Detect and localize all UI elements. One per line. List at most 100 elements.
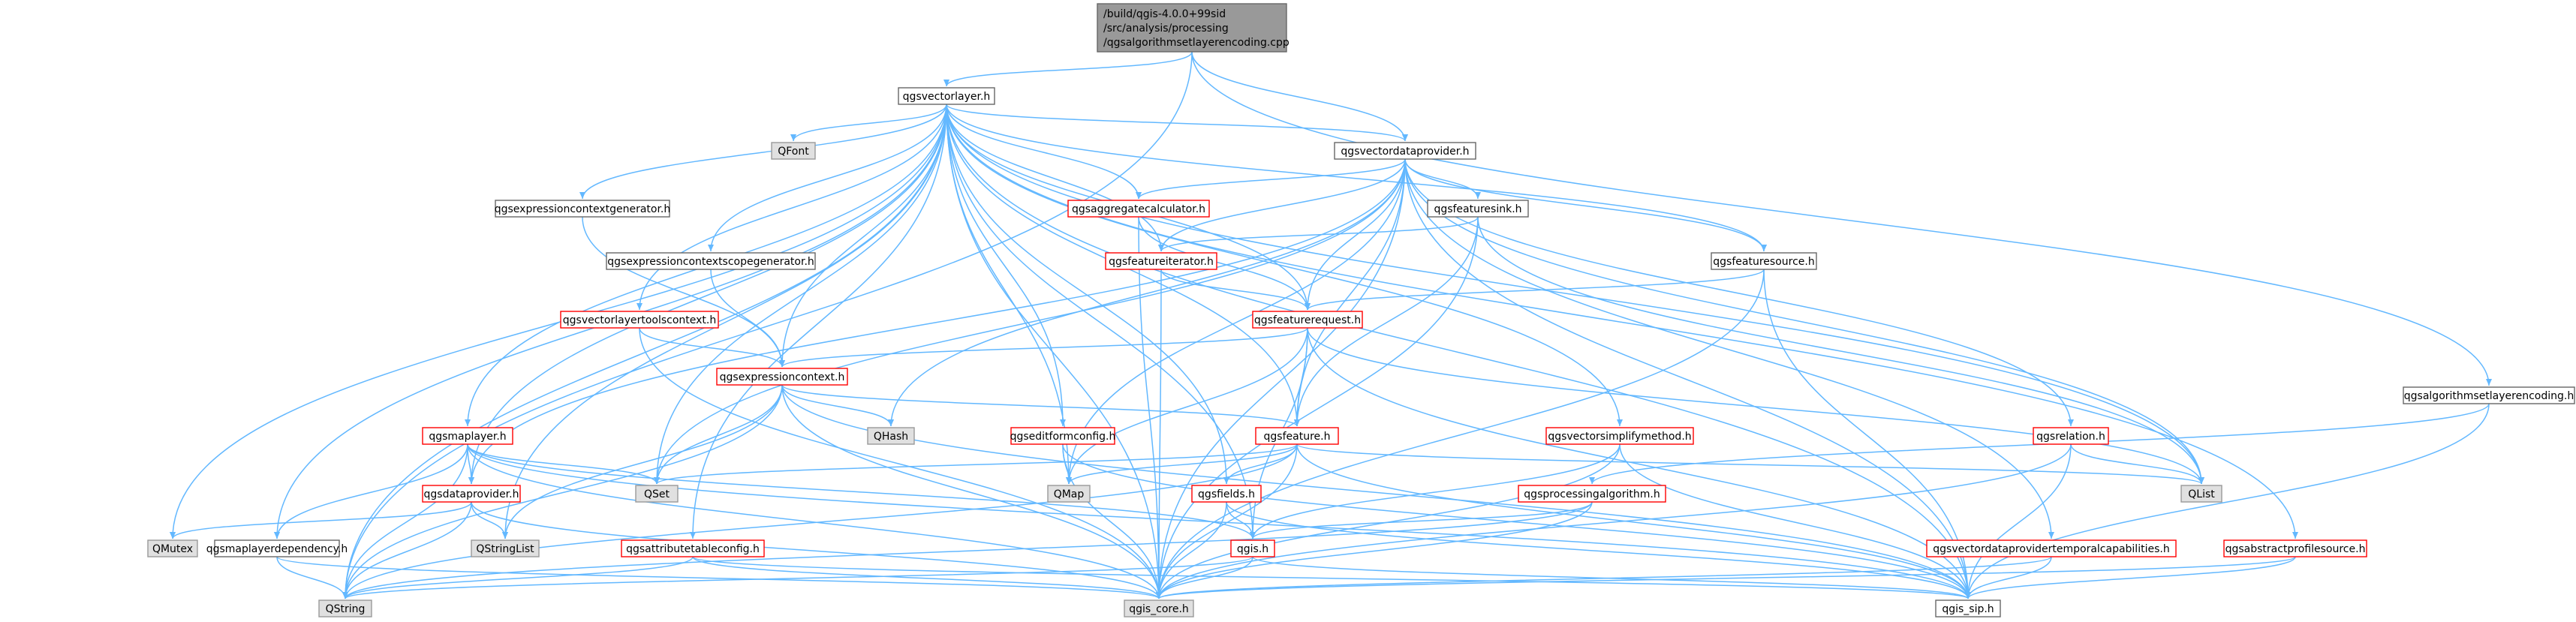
node-qgis[interactable]: qgis.h — [1230, 539, 1275, 557]
edge-maplayer-to-qgissip — [467, 443, 1971, 599]
node-vectordataprovider[interactable]: qgsvectordataprovider.h — [1334, 142, 1476, 160]
node-label: /build/qgis-4.0.0+99sid — [1103, 8, 1226, 20]
edge-attrtable-to-qgiscore — [692, 556, 1162, 599]
edge-vsimplify-to-qgis — [1250, 443, 1621, 539]
node-root[interactable]: /build/qgis-4.0.0+99sid/src/analysis/pro… — [1097, 3, 1290, 53]
node-feature[interactable]: qgsfeature.h — [1255, 427, 1339, 445]
node-qhash[interactable]: QHash — [867, 427, 915, 445]
node-vsimplify[interactable]: qgsvectorsimplifymethod.h — [1545, 427, 1694, 445]
node-box — [1935, 599, 2001, 617]
node-procalg[interactable]: qgsprocessingalgorithm.h — [1518, 485, 1666, 503]
edge-vectordataprovider-to-vdptemporal — [1404, 158, 2054, 539]
edge-featureiterator-to-qgiscore — [1156, 269, 1163, 599]
node-fields[interactable]: qgsfields.h — [1191, 485, 1262, 503]
node-qlist[interactable]: QList — [2180, 485, 2222, 503]
node-exprctxgen[interactable]: qgsexpressioncontextgenerator.h — [495, 200, 671, 218]
node-aggcalc[interactable]: qgsaggregatecalculator.h — [1067, 200, 1210, 218]
edge-vectorlayer-to-qlist — [946, 104, 2204, 485]
node-qgiscore[interactable]: qgis_core.h — [1124, 599, 1194, 617]
node-label: /src/analysis/processing — [1103, 23, 1229, 35]
node-qmap[interactable]: QMap — [1047, 485, 1091, 503]
edge-maplayer-to-qset — [467, 443, 660, 485]
edge-vectorlayer-to-featureiterator — [946, 104, 1164, 252]
node-label: qgsattributetableconfig.h — [626, 543, 760, 555]
node-mapdep[interactable]: qgsmaplayerdependency.h — [206, 539, 348, 557]
node-qstring[interactable]: QString — [318, 599, 372, 617]
node-label: QStringList — [476, 543, 534, 555]
node-label: qgsalgorithmsetlayerencoding.h — [2404, 390, 2574, 402]
node-label: qgis.h — [1237, 543, 1268, 555]
node-qmutex[interactable]: QMutex — [147, 539, 198, 557]
node-vltoolsctx[interactable]: qgsvectorlayertoolscontext.h — [560, 311, 719, 329]
node-qgissip[interactable]: qgis_sip.h — [1935, 599, 2001, 617]
node-box — [1545, 427, 1694, 445]
edge-mapdep-to-qgiscore — [276, 556, 1162, 599]
node-box — [471, 539, 540, 557]
nodes-layer: /build/qgis-4.0.0+99sid/src/analysis/pro… — [147, 3, 2575, 617]
edge-vectorlayer-to-featuresource — [946, 104, 1767, 252]
edge-feature-to-qmap — [1066, 443, 1298, 485]
node-box — [716, 368, 848, 386]
node-box — [495, 200, 670, 218]
node-box — [422, 485, 521, 503]
node-exprscopegen[interactable]: qgsexpressioncontextscopegenerator.h — [606, 252, 816, 270]
edge-vectordataprovider-to-qgissip — [1404, 158, 1971, 599]
node-vdptemporal[interactable]: qgsvectordataprovidertemporalcapabilitie… — [1926, 539, 2177, 557]
node-vectorlayer[interactable]: qgsvectorlayer.h — [898, 87, 995, 105]
node-label: qgsfeatureiterator.h — [1109, 256, 1214, 268]
node-label: qgsprocessingalgorithm.h — [1524, 488, 1660, 500]
node-box — [1926, 539, 2177, 557]
edge-exprctx-to-qstring — [342, 384, 783, 599]
edge-featureiterator-to-featurerequest — [1160, 269, 1311, 311]
node-box — [2033, 427, 2109, 445]
node-featuresink[interactable]: qgsfeaturesink.h — [1427, 200, 1529, 218]
edge-fields-to-qgissip — [1226, 501, 1971, 599]
edge-dataprovider-to-qstringlist — [471, 501, 508, 539]
edge-vectordataprovider-to-dataprovider — [468, 158, 1406, 485]
node-box — [1255, 427, 1339, 445]
edge-exprctx-to-qgiscore — [781, 384, 1162, 599]
edge-algsetlayerenc-to-qgissip — [1965, 403, 2490, 599]
node-qfont[interactable]: QFont — [771, 142, 816, 160]
edge-featuresource-to-qgiscore — [1156, 269, 1765, 599]
node-featureiterator[interactable]: qgsfeatureiterator.h — [1105, 252, 1217, 270]
edge-featuresink-to-featureiterator — [1158, 216, 1479, 252]
node-qstringlist[interactable]: QStringList — [471, 539, 540, 557]
node-relation[interactable]: qgsrelation.h — [2033, 427, 2109, 445]
edge-vltoolsctx-to-exprctx — [639, 327, 785, 368]
node-maplayer[interactable]: qgsmaplayer.h — [422, 427, 513, 445]
edge-vectorlayer-to-qmutex — [170, 104, 947, 539]
edge-vectorlayer-to-qgiscore — [946, 104, 1162, 599]
edge-vectordataprovider-to-qset — [654, 158, 1406, 485]
node-box — [1124, 599, 1194, 617]
node-box — [1191, 485, 1262, 503]
node-featuresource[interactable]: qgsfeaturesource.h — [1711, 252, 1817, 270]
edge-feature-to-qgiscore — [1156, 443, 1298, 599]
node-featurerequest[interactable]: qgsfeaturerequest.h — [1252, 311, 1363, 329]
node-box — [318, 599, 372, 617]
node-dataprovider[interactable]: qgsdataprovider.h — [422, 485, 521, 503]
edge-vectorlayer-to-exprctxgen — [579, 104, 947, 200]
edge-vdptemporal-to-qgiscore — [1156, 556, 2052, 599]
node-attrtable[interactable]: qgsattributetableconfig.h — [621, 539, 765, 557]
edge-vsimplify-to-qgissip — [1619, 443, 1971, 599]
node-box — [147, 539, 198, 557]
node-box — [771, 142, 816, 160]
edge-featurerequest-to-qlist — [1307, 327, 2204, 485]
node-box — [635, 485, 679, 503]
node-label: qgsmaplayerdependency.h — [206, 543, 348, 555]
edge-editformconfig-to-qgissip — [1062, 443, 1971, 599]
node-label: qgsfeaturerequest.h — [1254, 314, 1361, 326]
edge-vectorlayer-to-qgissip — [946, 104, 1971, 599]
node-editformconfig[interactable]: qgseditformconfig.h — [1010, 427, 1116, 445]
node-qset[interactable]: QSet — [635, 485, 679, 503]
node-label: QHash — [874, 431, 908, 443]
node-box — [621, 539, 765, 557]
node-exprctx[interactable]: qgsexpressioncontext.h — [716, 368, 848, 386]
node-label: qgis_sip.h — [1942, 603, 1994, 615]
node-abstractprofile[interactable]: qgsabstractprofilesource.h — [2223, 539, 2367, 557]
node-label: qgsaggregatecalculator.h — [1072, 203, 1205, 215]
edge-root-to-vectorlayer — [943, 51, 1193, 87]
node-algsetlayerenc[interactable]: qgsalgorithmsetlayerencoding.h — [2403, 386, 2575, 404]
